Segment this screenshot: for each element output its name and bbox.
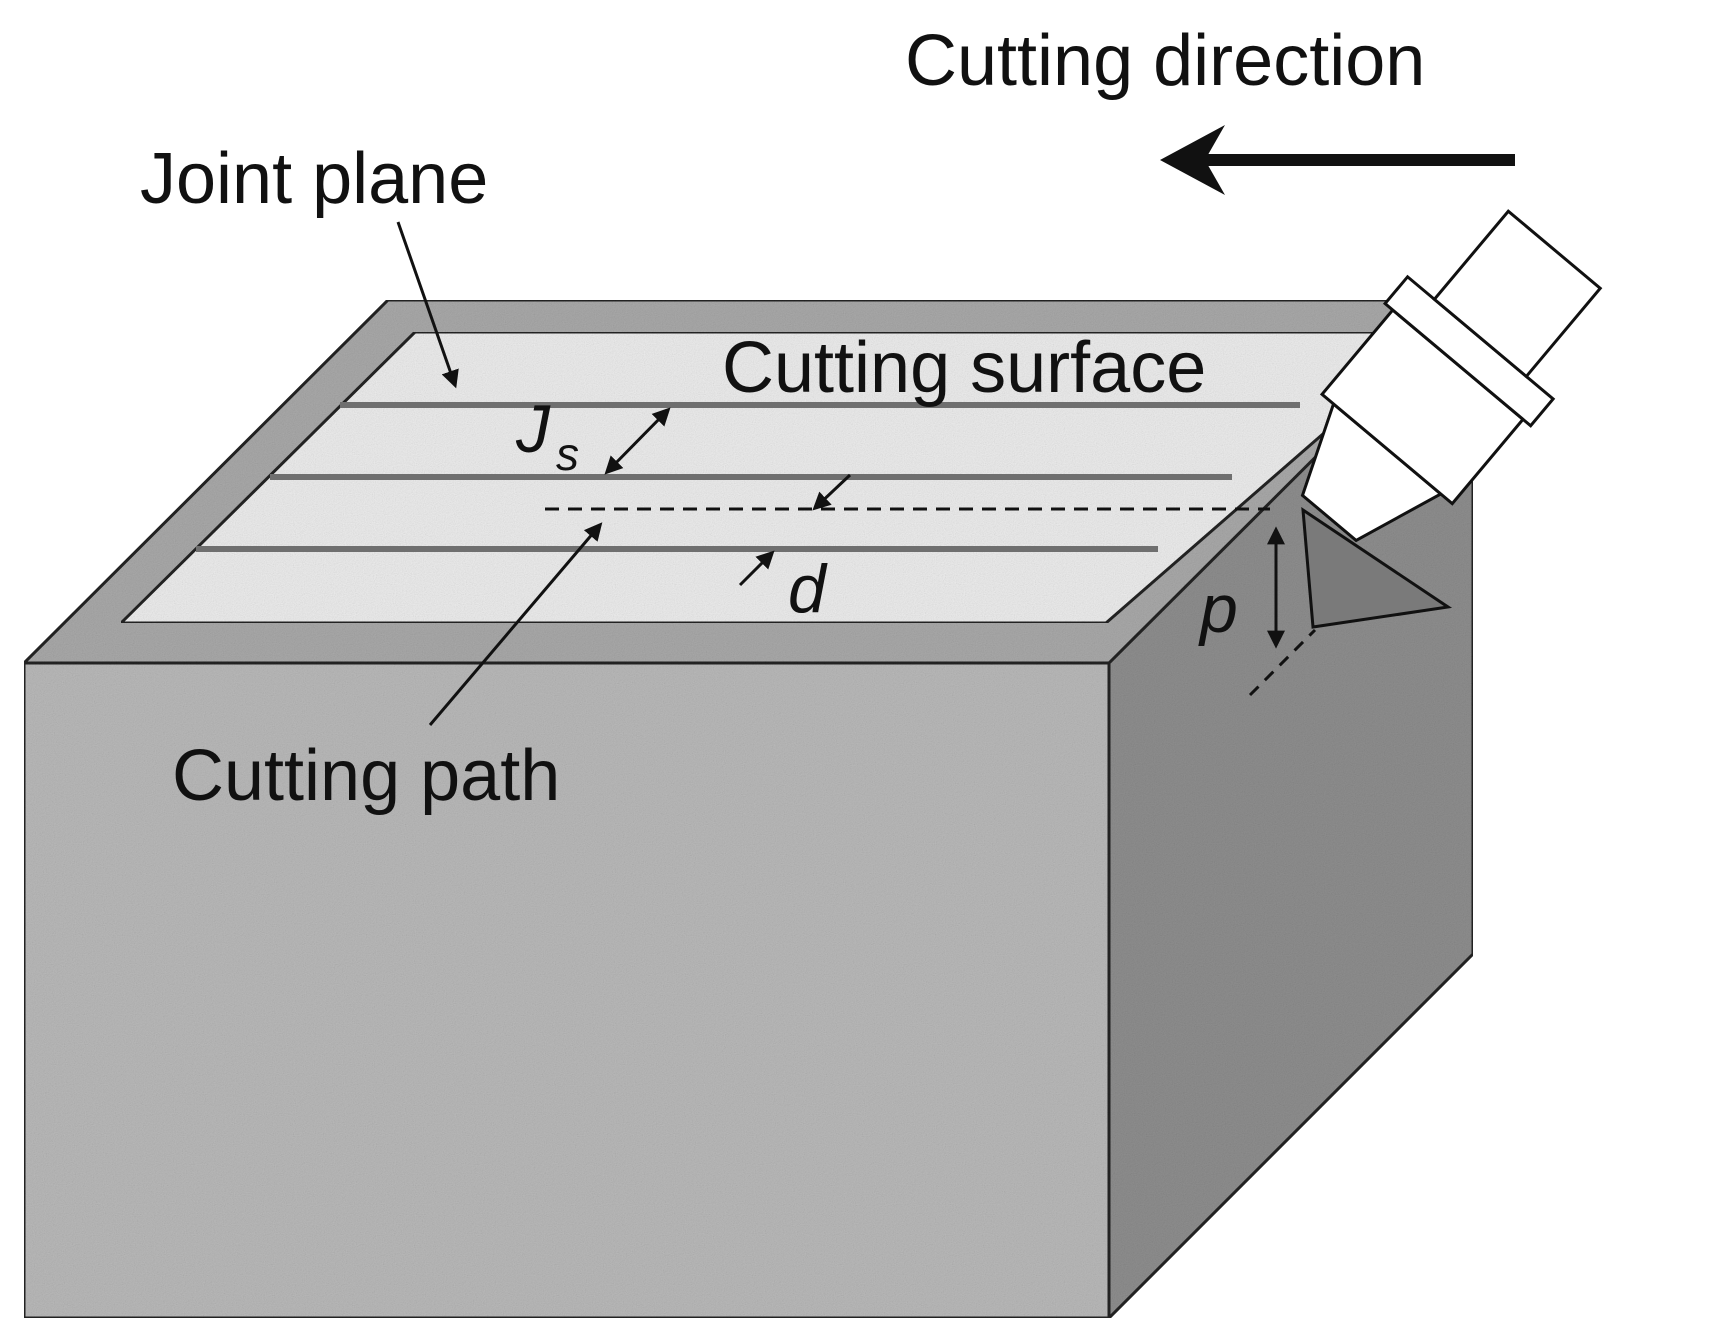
- cut-groove: [1301, 507, 1453, 629]
- joint-spacing-symbol: J: [515, 391, 551, 467]
- joint-spacing-arrow: [604, 407, 671, 475]
- penetration-symbol: p: [1198, 571, 1238, 647]
- cutting-path-leader: [428, 522, 603, 726]
- cutter-pick: [1300, 209, 1603, 543]
- cutting-direction-arrowhead: [1160, 125, 1225, 195]
- cutting-surface-label: Cutting surface: [722, 328, 1206, 408]
- penetration-guide-line: [1248, 628, 1317, 697]
- cutting-path-label: Cutting path: [172, 736, 560, 816]
- joint-spacing-main: J: [515, 391, 551, 467]
- joint-spacing-subscript: s: [556, 428, 579, 480]
- depth-arrow-upper: [812, 473, 852, 511]
- joint-plane-leader: [396, 221, 459, 389]
- cutting-direction-label: Cutting direction: [905, 21, 1425, 101]
- depth-symbol: d: [788, 551, 828, 627]
- depth-arrow-lower: [738, 550, 775, 587]
- joint-plane-label: Joint plane: [140, 139, 488, 219]
- cutter-shank: [1432, 209, 1603, 379]
